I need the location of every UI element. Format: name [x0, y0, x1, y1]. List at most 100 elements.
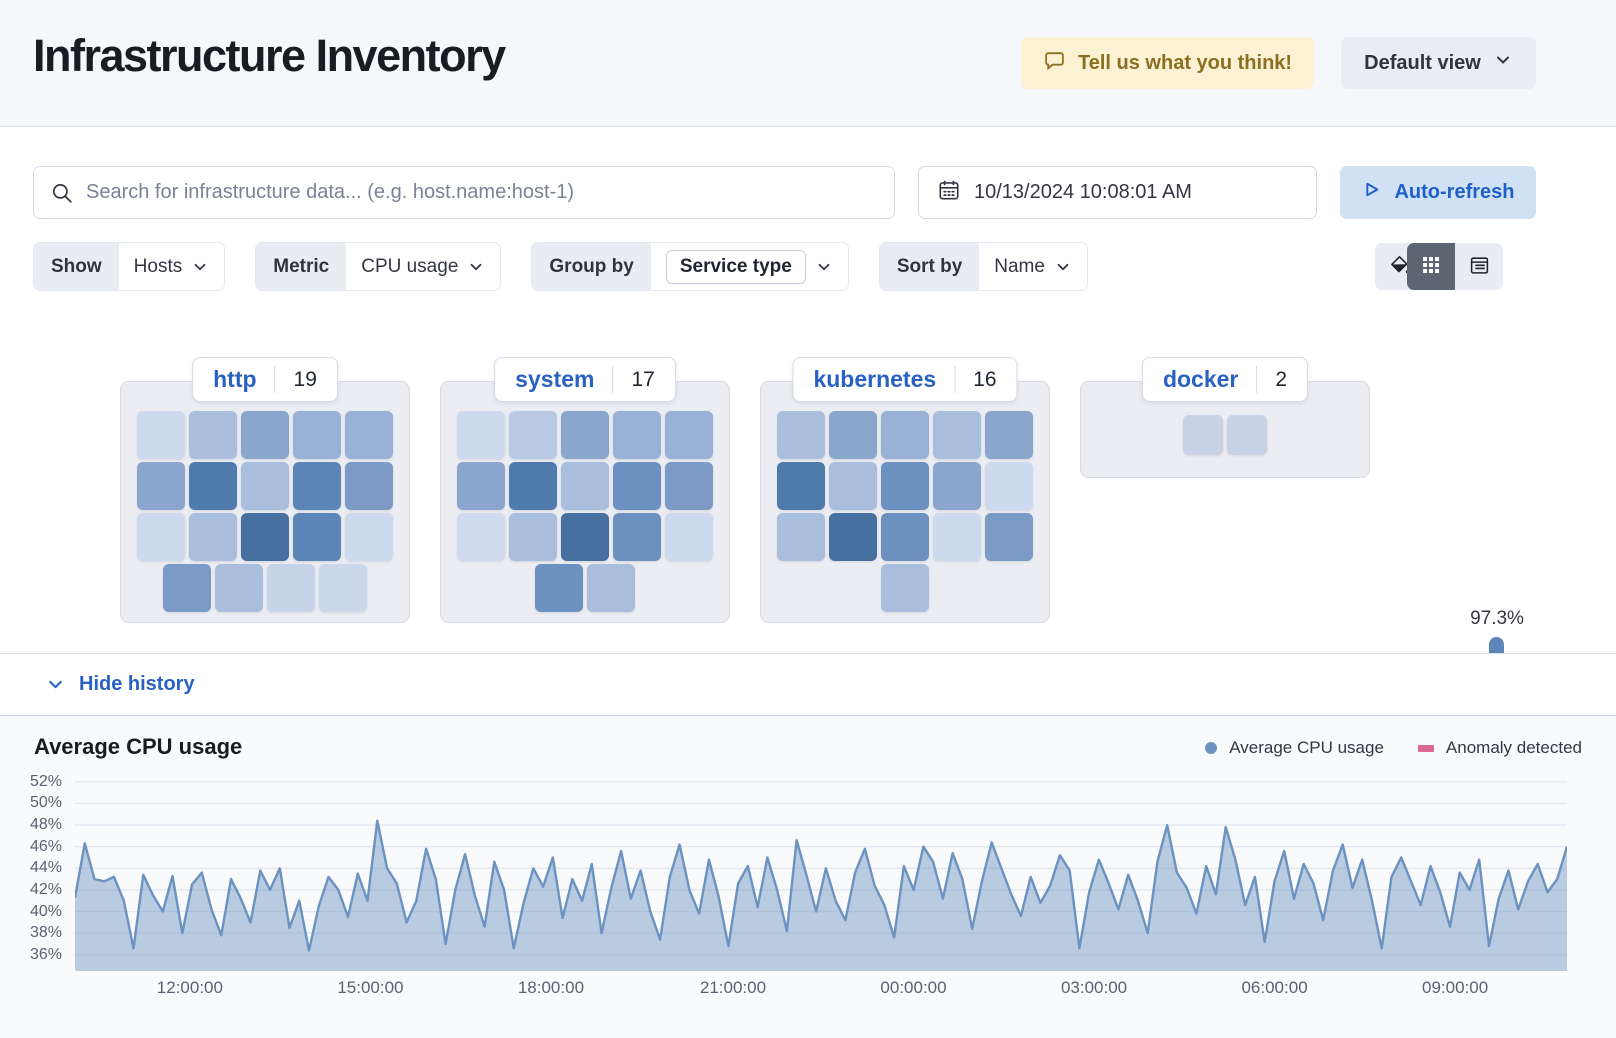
group-count: 16 [973, 367, 997, 391]
page-header: Infrastructure Inventory Tell us what yo… [0, 0, 1616, 127]
hide-history-toggle[interactable]: Hide history [45, 673, 195, 696]
host-tile[interactable] [457, 513, 505, 561]
host-tile[interactable] [293, 411, 341, 459]
legend-item[interactable]: Average CPU usage [1205, 738, 1384, 758]
host-tile[interactable] [293, 513, 341, 561]
badge-divider [954, 366, 956, 393]
host-tile[interactable] [241, 411, 289, 459]
host-tile[interactable] [613, 513, 661, 561]
host-tile[interactable] [829, 462, 877, 510]
date-time-picker[interactable]: 10/13/2024 10:08:01 AM [918, 166, 1317, 219]
host-tile[interactable] [319, 564, 367, 612]
x-tick-label: 03:00:00 [1060, 978, 1128, 997]
badge-divider [274, 366, 276, 393]
host-tile[interactable] [881, 564, 929, 612]
host-tile[interactable] [881, 513, 929, 561]
host-tile[interactable] [137, 411, 185, 459]
host-tile[interactable] [241, 513, 289, 561]
host-tile[interactable] [189, 411, 237, 459]
show-filter-dropdown[interactable]: Hosts [119, 243, 225, 290]
host-tile[interactable] [985, 411, 1033, 459]
group-by-filter-value[interactable]: Service type [665, 249, 806, 284]
host-tile[interactable] [345, 411, 393, 459]
group-name-link[interactable]: http [213, 366, 257, 392]
group-name-link[interactable]: docker [1162, 366, 1239, 392]
host-tile[interactable] [137, 462, 185, 510]
table-icon [1469, 255, 1490, 279]
host-tile[interactable] [665, 462, 713, 510]
auto-refresh-button[interactable]: Auto-refresh [1340, 166, 1536, 219]
map-view-button[interactable] [1407, 243, 1455, 290]
badge-divider [1256, 366, 1258, 393]
metric-filter-group: Metric CPU usage [255, 242, 502, 291]
host-tile[interactable] [1227, 415, 1267, 455]
host-tile[interactable] [1183, 415, 1223, 455]
host-tile[interactable] [933, 411, 981, 459]
metric-filter-dropdown[interactable]: CPU usage [346, 243, 500, 290]
host-tile[interactable] [933, 462, 981, 510]
host-tile[interactable] [881, 462, 929, 510]
host-tile[interactable] [777, 411, 825, 459]
host-tile[interactable] [829, 411, 877, 459]
host-tile[interactable] [509, 411, 557, 459]
saved-view-dropdown[interactable]: Default view [1341, 37, 1536, 89]
host-tile[interactable] [535, 564, 583, 612]
host-tile[interactable] [267, 564, 315, 612]
metric-filter-value: CPU usage [361, 255, 459, 277]
hide-history-label: Hide history [79, 673, 195, 695]
host-tile[interactable] [665, 411, 713, 459]
host-tile[interactable] [241, 462, 289, 510]
chevron-down-icon [818, 263, 830, 270]
table-view-button[interactable] [1455, 243, 1503, 290]
history-toggle-row: Hide history [0, 653, 1616, 715]
feedback-button-label: Tell us what you think! [1078, 51, 1293, 74]
host-tile[interactable] [345, 513, 393, 561]
host-tile[interactable] [293, 462, 341, 510]
chevron-down-icon [49, 680, 62, 689]
host-tile[interactable] [561, 513, 609, 561]
host-tile[interactable] [509, 513, 557, 561]
host-tile[interactable] [215, 564, 263, 612]
host-tile[interactable] [163, 564, 211, 612]
host-tile[interactable] [777, 462, 825, 510]
host-tile[interactable] [613, 462, 661, 510]
host-tile[interactable] [509, 462, 557, 510]
search-bar [33, 166, 895, 219]
host-tile[interactable] [777, 513, 825, 561]
host-tile[interactable] [881, 411, 929, 459]
host-tile[interactable] [829, 513, 877, 561]
host-tile[interactable] [985, 462, 1033, 510]
host-tile[interactable] [189, 513, 237, 561]
group-name-link[interactable]: system [515, 366, 595, 392]
speech-bubble-icon [1043, 49, 1066, 78]
host-tile[interactable] [985, 513, 1033, 561]
sort-by-filter-value: Name [994, 255, 1045, 277]
feedback-button[interactable]: Tell us what you think! [1021, 37, 1315, 89]
legend-label: Anomaly detected [1445, 738, 1582, 757]
host-tile[interactable] [587, 564, 635, 612]
waffle-group-kubernetes: kubernetes 16 [760, 357, 1050, 623]
calendar-icon [937, 178, 961, 208]
host-tile[interactable] [561, 462, 609, 510]
host-tile[interactable] [457, 411, 505, 459]
host-tile[interactable] [933, 513, 981, 561]
y-tick-label: 50% [29, 794, 62, 812]
host-tile[interactable] [137, 513, 185, 561]
cpu-usage-area-chart[interactable] [75, 771, 1567, 971]
y-tick-label: 52% [29, 772, 62, 790]
host-tile[interactable] [665, 513, 713, 561]
host-tile[interactable] [457, 462, 505, 510]
group-by-filter-dropdown[interactable]: Service type [651, 243, 848, 290]
host-tile[interactable] [345, 462, 393, 510]
group-name-link[interactable]: kubernetes [813, 366, 937, 392]
legend-max-value: 97.3% [1470, 608, 1524, 629]
host-tile[interactable] [189, 462, 237, 510]
sort-by-filter-dropdown[interactable]: Name [979, 243, 1087, 290]
host-tile[interactable] [561, 411, 609, 459]
legend-item[interactable]: Anomaly detected [1417, 738, 1582, 758]
search-input[interactable] [86, 181, 894, 204]
host-tile[interactable] [613, 411, 661, 459]
group-badge: kubernetes 16 [792, 357, 1018, 402]
